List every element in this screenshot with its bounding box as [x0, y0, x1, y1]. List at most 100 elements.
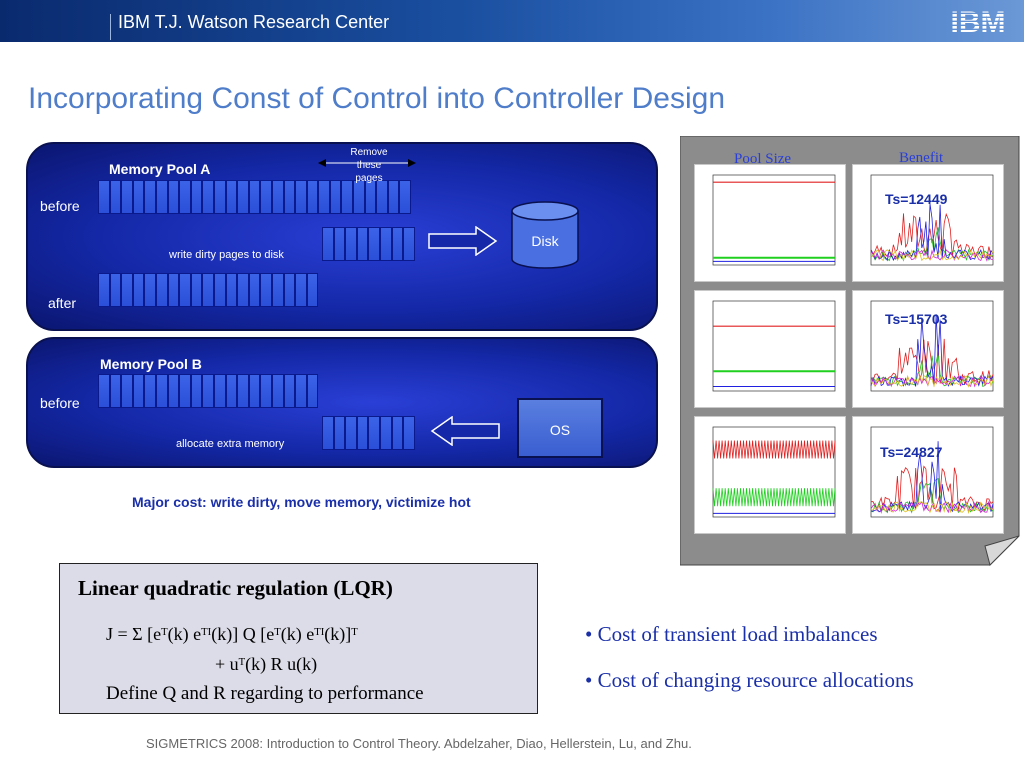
memory-page-cell [364, 180, 377, 214]
memory-page-cell [271, 273, 284, 307]
memory-page-cell [271, 374, 284, 408]
allocate-extra-label: allocate extra memory [176, 438, 285, 450]
major-cost-text: Major cost: write dirty, move memory, vi… [132, 494, 471, 510]
memory-page-cell [190, 180, 203, 214]
memory-page-cell [202, 180, 214, 214]
after-label: after [48, 295, 77, 311]
dirty-pages-block [322, 227, 415, 261]
memory-page-cell [167, 273, 180, 307]
svg-text:IBM: IBM [951, 6, 1006, 36]
memory-page-cell [399, 180, 412, 214]
memory-page-cell [202, 273, 214, 307]
memory-page-cell [144, 273, 156, 307]
memory-page-cell [98, 273, 110, 307]
lqr-define-text: Define Q and R regarding to performance [106, 683, 424, 704]
memory-page-cell [322, 227, 334, 261]
disk-icon: Disk [511, 201, 579, 269]
memory-page-cell [356, 416, 369, 450]
memory-page-cell [179, 180, 191, 214]
memory-page-cell [295, 374, 307, 408]
memory-page-cell [109, 374, 122, 408]
memory-page-cell [155, 273, 168, 307]
memory-page-cell [132, 374, 145, 408]
footer-citation: SIGMETRICS 2008: Introduction to Control… [146, 736, 692, 751]
memory-page-cell [121, 180, 133, 214]
memory-page-cell [322, 416, 334, 450]
memory-page-cell [144, 374, 156, 408]
memory-page-cell [132, 273, 145, 307]
memory-page-cell [155, 180, 168, 214]
memory-page-cell [306, 180, 319, 214]
memory-page-cell [306, 273, 319, 307]
pool-size-heading: Pool Size [734, 151, 792, 167]
header-bar: IBM T.J. Watson Research Center IBM [0, 0, 1024, 42]
memory-page-cell [391, 416, 404, 450]
ibm-logo: IBM [951, 6, 1006, 36]
memory-page-cell [341, 180, 354, 214]
memory-page-cell [318, 180, 330, 214]
memory-page-cell [155, 374, 168, 408]
lqr-equation-2: + uᵀ(k) R u(k) [215, 654, 318, 674]
pool-a-after-pages [98, 273, 319, 307]
memory-page-cell [376, 180, 388, 214]
memory-page-cell [391, 227, 404, 261]
memory-page-cell [295, 273, 307, 307]
memory-page-cell [260, 180, 272, 214]
memory-page-cell [179, 273, 191, 307]
memory-page-cell [295, 180, 307, 214]
memory-page-cell [368, 227, 380, 261]
memory-page-cell [213, 273, 226, 307]
memory-page-cell [283, 374, 296, 408]
memory-page-cell [132, 180, 145, 214]
memory-page-cell [283, 273, 296, 307]
ts-label-1: Ts=12449 [885, 191, 948, 207]
memory-page-cell [306, 374, 319, 408]
memory-page-cell [213, 180, 226, 214]
memory-page-cell [190, 374, 203, 408]
pool-b-before-pages [98, 374, 319, 408]
memory-pool-b-label: Memory Pool B [100, 356, 202, 372]
write-dirty-label: write dirty pages to disk [169, 249, 284, 261]
memory-page-cell [109, 180, 122, 214]
memory-page-cell [109, 273, 122, 307]
memory-page-cell [260, 374, 272, 408]
header-separator [110, 14, 111, 40]
lqr-equation-1: J = Σ [eᵀ(k) eᵀᴵ(k)] Q [eᵀ(k) eᵀᴵ(k)]ᵀ [106, 624, 358, 644]
memory-page-cell [329, 180, 342, 214]
memory-page-cell [98, 374, 110, 408]
memory-page-cell [356, 227, 369, 261]
memory-page-cell [225, 180, 238, 214]
plot-thumbnail [694, 290, 846, 408]
memory-page-cell [403, 416, 415, 450]
memory-page-cell [167, 374, 180, 408]
memory-page-cell [121, 273, 133, 307]
org-name: IBM T.J. Watson Research Center [118, 12, 390, 32]
memory-page-cell [368, 416, 380, 450]
memory-page-cell [283, 180, 296, 214]
memory-page-cell [167, 180, 180, 214]
before-label-b: before [40, 395, 80, 411]
lqr-box [59, 563, 538, 714]
memory-page-cell [190, 273, 203, 307]
before-label-a: before [40, 198, 80, 214]
memory-page-cell [98, 180, 110, 214]
bullet-load-imbalances: • Cost of transient load imbalances [585, 622, 878, 646]
memory-page-cell [333, 416, 346, 450]
memory-page-cell [237, 180, 249, 214]
remove-span-arrow [318, 159, 416, 167]
memory-page-cell [403, 227, 415, 261]
slide-title: Incorporating Const of Control into Cont… [28, 82, 726, 115]
memory-page-cell [213, 374, 226, 408]
memory-page-cell [121, 374, 133, 408]
os-box: OS [517, 398, 603, 458]
memory-page-cell [387, 180, 400, 214]
pool-a-before-pages [98, 180, 412, 214]
ts-label-2: Ts=15703 [885, 311, 948, 327]
memory-page-cell [248, 374, 261, 408]
plot-thumbnail [852, 290, 1004, 408]
arrow-right-icon [428, 226, 498, 256]
remove-pages-note: Remove these pages [350, 147, 388, 184]
memory-page-cell [225, 273, 238, 307]
memory-page-cell [202, 374, 214, 408]
arrow-left-icon [430, 416, 500, 446]
